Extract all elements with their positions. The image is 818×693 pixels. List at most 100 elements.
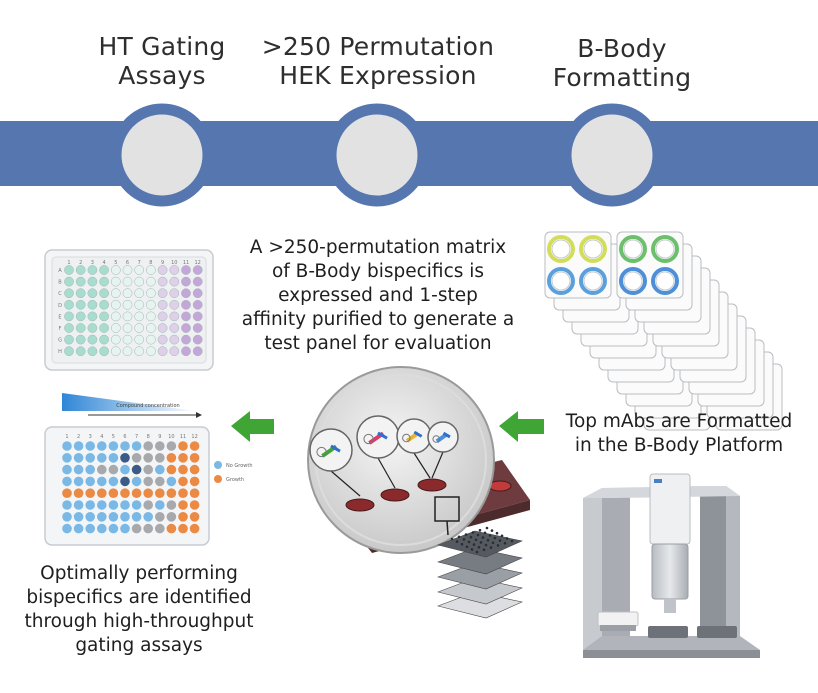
assay-col-label: 9 <box>158 434 161 440</box>
assay-well <box>85 488 95 499</box>
stack-hole <box>486 538 490 542</box>
expression-line-1: A >250-permutation matrix <box>249 237 507 258</box>
plate-well <box>75 323 86 333</box>
expression-line-5: test panel for evaluation <box>264 333 492 354</box>
assay-well <box>143 464 153 475</box>
assay-well <box>166 500 177 510</box>
stack-hole <box>482 548 486 552</box>
assay-well <box>85 441 95 451</box>
stack-hole <box>491 541 495 545</box>
expression-description: A >250-permutation matrix of B-Body bisp… <box>228 236 528 356</box>
plate-well <box>122 346 133 357</box>
magnified-well <box>380 488 410 502</box>
assay-well <box>97 441 107 451</box>
plate-well <box>157 311 168 322</box>
plate-well <box>134 346 145 357</box>
antibody-loop <box>316 446 327 458</box>
formatting-line-2: in the B-Body Platform <box>574 435 784 456</box>
plate-well <box>99 346 109 357</box>
plate-well <box>110 288 121 299</box>
plate-well <box>192 299 203 310</box>
assay-well <box>131 512 142 522</box>
assay-well <box>85 453 95 463</box>
assay-well <box>85 523 95 534</box>
plate-layer-stack <box>436 526 523 619</box>
assay-well <box>178 476 188 487</box>
plate-col-label: 6 <box>126 260 129 266</box>
stack-hole <box>485 526 489 530</box>
antibody-loop <box>363 433 374 445</box>
plate-well <box>146 265 156 275</box>
magnified-well <box>417 478 447 492</box>
step-title-3: B-Body Formatting <box>522 34 722 92</box>
assay-well <box>85 476 95 487</box>
plate-row-label: D <box>58 303 62 309</box>
stack-hole <box>489 546 493 549</box>
plate-well <box>87 346 98 357</box>
stack-hole <box>471 531 475 534</box>
assay-well <box>155 476 165 487</box>
plate-well <box>146 288 156 299</box>
gradient-label: Compound concentration <box>116 403 180 409</box>
plate-well <box>75 334 86 345</box>
assay-well <box>189 488 200 499</box>
plate-well <box>87 276 98 287</box>
plate-well <box>181 323 191 333</box>
stack-hole <box>479 541 483 544</box>
assay-well <box>131 500 142 510</box>
plate-well <box>75 299 86 310</box>
assay-col-label: 11 <box>180 434 186 440</box>
stack-hole <box>495 531 499 535</box>
legend-label: No Growth <box>226 463 253 469</box>
stack-hole <box>450 537 454 541</box>
plate-well <box>146 276 156 287</box>
stack-hole <box>483 531 487 535</box>
assay-col-label: 2 <box>77 434 80 440</box>
plate-well <box>192 334 203 345</box>
stack-hole <box>484 543 488 547</box>
assay-well <box>120 441 130 451</box>
assay-well <box>73 464 84 475</box>
plate-well <box>99 288 109 299</box>
stack-hole <box>488 534 492 537</box>
plate-well <box>169 265 180 275</box>
reservoir-well-inner <box>583 239 603 259</box>
plate-well <box>122 334 133 345</box>
assay-well <box>73 500 84 510</box>
stack-hole <box>498 539 502 542</box>
plate-well <box>134 265 145 275</box>
plate-well <box>110 299 121 310</box>
expression-plate-magnified <box>307 366 530 554</box>
plate-well <box>87 334 98 345</box>
assay-well <box>189 512 200 522</box>
plate-col-label: 3 <box>91 260 94 266</box>
assay-well <box>62 523 72 534</box>
assay-well <box>73 453 84 463</box>
reservoir-well-inner <box>623 239 643 259</box>
plate-row-label: C <box>58 291 62 297</box>
assay-well <box>143 476 153 487</box>
assay-well <box>178 523 188 534</box>
plate-well <box>122 299 133 310</box>
gating-line-4: gating assays <box>75 635 203 656</box>
plate-col-label: 10 <box>171 260 177 266</box>
plate-well <box>181 346 191 357</box>
assay-well <box>120 512 130 522</box>
plate-well <box>146 334 156 345</box>
plate-well <box>134 334 145 345</box>
assay-well <box>85 464 95 475</box>
plate-well <box>75 288 86 299</box>
step-title-1: HT Gating Assays <box>62 32 262 90</box>
plate-well <box>157 276 168 287</box>
expression-line-2: of B-Body bispecifics is <box>271 261 485 282</box>
plate-well <box>75 311 86 322</box>
plate-well <box>134 311 145 322</box>
stacked-plates <box>544 231 783 431</box>
plate-well <box>134 299 145 310</box>
antibody-loop <box>432 435 441 443</box>
assay-well <box>166 441 177 451</box>
formatting-description: Top mAbs are Formatted in the B-Body Pla… <box>548 410 810 458</box>
assay-well <box>131 488 142 499</box>
assay-col-label: 6 <box>123 434 126 440</box>
